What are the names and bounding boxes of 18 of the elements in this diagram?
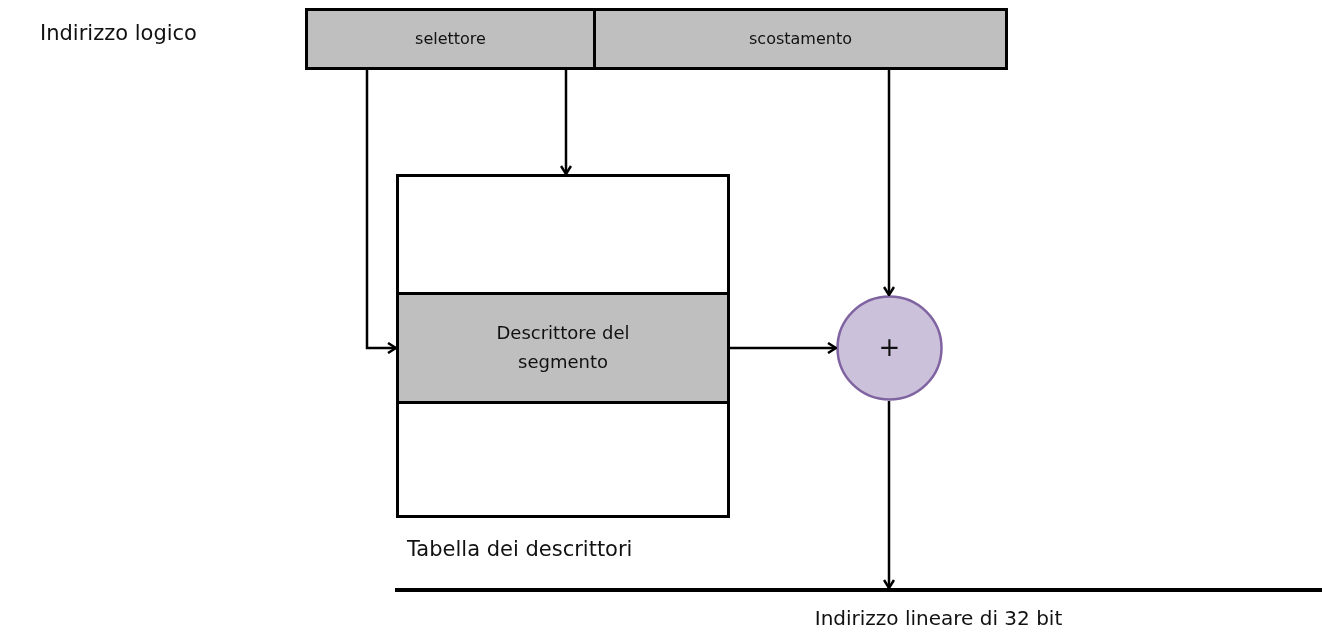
table-row xyxy=(396,295,730,401)
arrow xyxy=(559,70,573,176)
address-caption: Indirizzo lineare di 32 bit xyxy=(813,606,1064,630)
address-field xyxy=(596,8,1008,70)
arrow xyxy=(882,70,896,297)
address-field xyxy=(305,8,596,70)
table-row xyxy=(396,401,730,518)
plus-sign: + xyxy=(878,331,901,365)
address-label: Indirizzo logico xyxy=(40,21,197,45)
field-label: scostamento xyxy=(749,28,852,51)
table-caption: Tabella dei descrittori xyxy=(407,537,633,561)
adder-circle xyxy=(836,295,943,401)
field-label: Descrittore del segmento xyxy=(495,321,631,374)
field-label: selettore xyxy=(415,28,486,51)
arrow xyxy=(882,401,896,590)
table-row xyxy=(396,174,730,295)
arrow xyxy=(730,341,838,355)
arrow xyxy=(365,70,398,355)
